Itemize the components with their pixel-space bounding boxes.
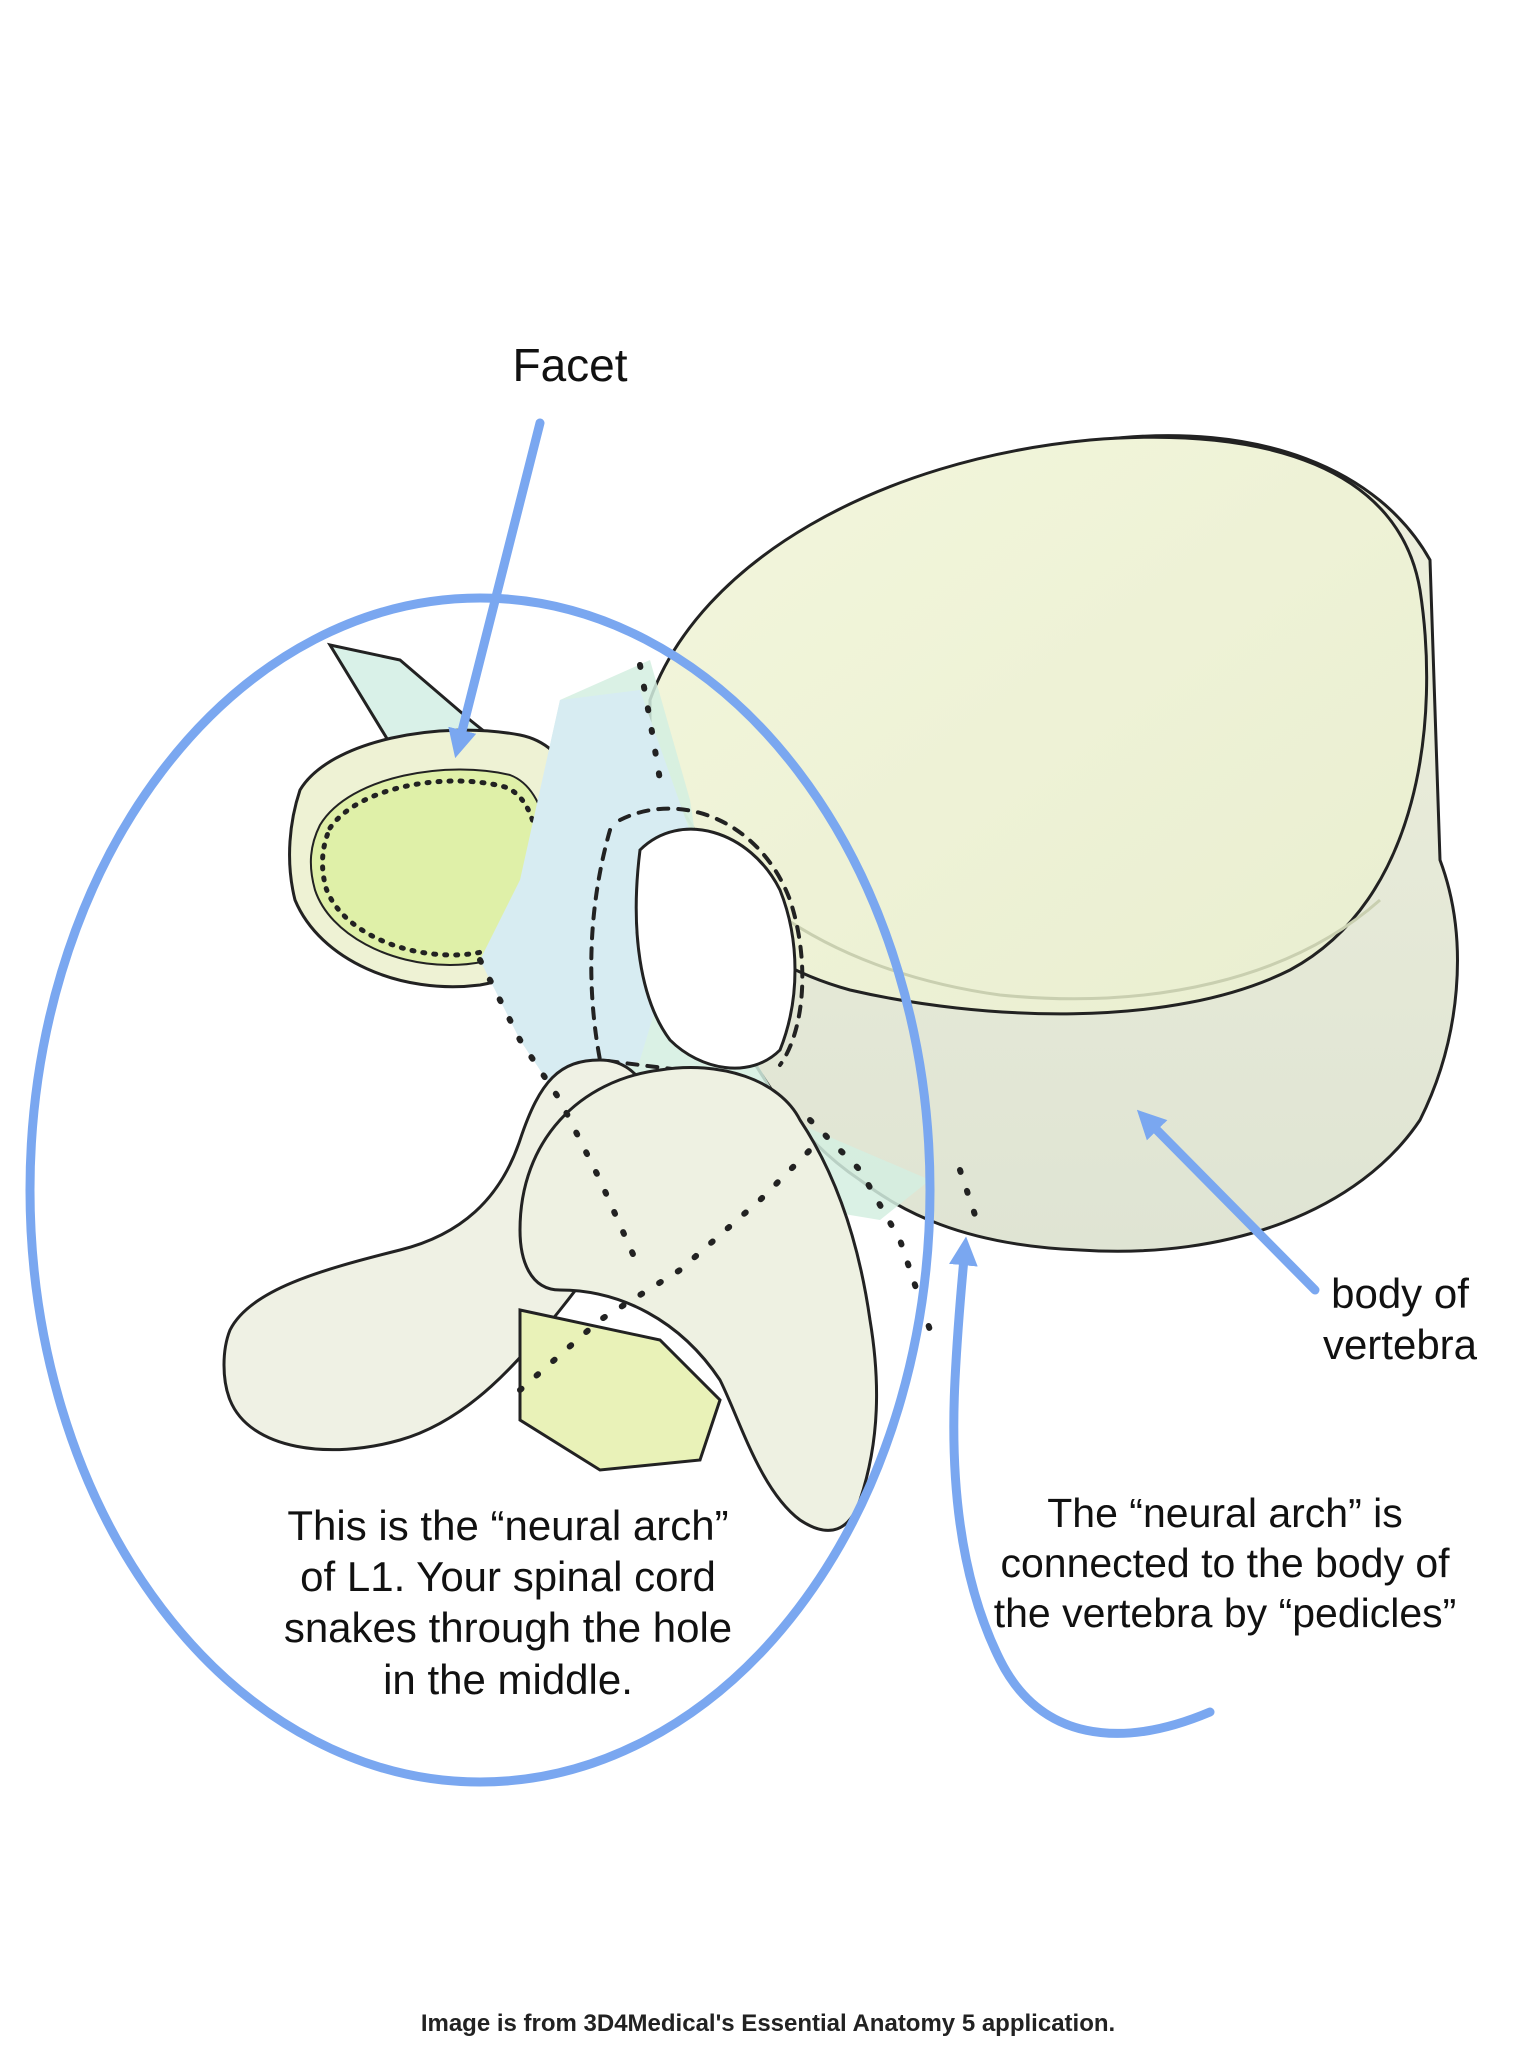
- lamina-region: [480, 690, 700, 1100]
- vertebral-foramen: [634, 827, 797, 1070]
- foramen-dotted-outline-left: [589, 828, 682, 1072]
- arch-dotted-line-1: [477, 957, 643, 1273]
- arch-dotted-line-3: [807, 1117, 933, 1333]
- image-credit: Image is from 3D4Medical's Essential Ana…: [420, 2010, 1116, 2037]
- body-of-vertebra-label: body of vertebra: [1322, 1270, 1478, 1369]
- arch-dotted-line-2: [517, 1137, 823, 1393]
- pedicles-label: The “neural arch” is connected to the bo…: [993, 1490, 1457, 1637]
- vertebral-body-top: [648, 435, 1429, 1016]
- facet-arrow: [448, 418, 545, 759]
- pedicle-arrow: [949, 1236, 1215, 1738]
- facet-label: Facet: [512, 339, 628, 391]
- neural-arch-label: This is the “neural arch” of L1. Your sp…: [283, 1502, 733, 1703]
- neural-arch-highlight-ellipse: [25, 593, 935, 1787]
- spinous-process: [518, 1065, 879, 1532]
- inferior-articular-process: [518, 1308, 722, 1472]
- body-arrow: [1136, 1109, 1320, 1295]
- foramen-dotted-outline: [618, 806, 805, 1067]
